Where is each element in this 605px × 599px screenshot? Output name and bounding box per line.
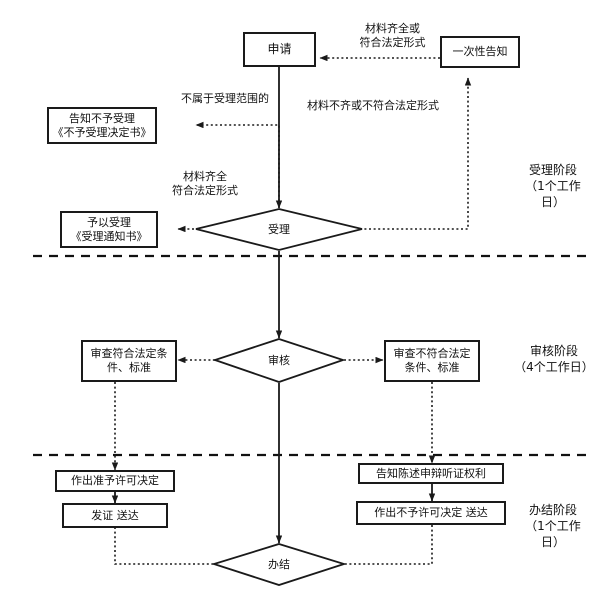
edge-issue-to-completion	[114, 527, 237, 568]
node-one-time-notice[interactable]: 一次性告知	[440, 36, 520, 68]
decision-completion-shape	[211, 543, 347, 586]
decision-review-shape	[212, 338, 346, 383]
node-disapproval-decision-label: 作出不予许可决定 送达	[374, 506, 488, 520]
node-approval-decision-label: 作出准予许可决定	[71, 474, 159, 488]
node-application-label: 申请	[267, 42, 292, 56]
node-review-pass-label: 审查符合法定条 件、标准	[90, 347, 168, 374]
stage-label-review: 审核阶段 （4个工作日）	[514, 344, 594, 375]
node-issue-deliver-label: 发证 送达	[91, 508, 139, 522]
node-review-fail[interactable]: 审查不符合法定 条件、标准	[384, 340, 480, 382]
node-notify-non-acceptance-label: 告知不予受理 《不予受理决定书》	[52, 111, 152, 139]
node-review-pass[interactable]: 审查符合法定条 件、标准	[81, 340, 177, 382]
decision-acceptance-shape	[195, 208, 363, 251]
edge-label-materials-complete-legal: 材料齐全 符合法定形式	[172, 170, 238, 198]
edge-disapproval-to-completion	[322, 525, 433, 568]
node-review-fail-label: 审查不符合法定 条件、标准	[393, 347, 471, 374]
node-notify-rights[interactable]: 告知陈述申辩听证权利	[358, 463, 504, 484]
node-one-time-notice-label: 一次性告知	[452, 45, 508, 59]
stage-label-completion: 办结阶段 （1个工作 日）	[525, 503, 581, 550]
node-application[interactable]: 申请	[243, 32, 316, 67]
edge-label-not-in-scope: 不属于受理范围的	[181, 92, 269, 105]
node-disapproval-decision[interactable]: 作出不予许可决定 送达	[356, 501, 506, 525]
node-grant-acceptance[interactable]: 予以受理 《受理通知书》	[60, 211, 158, 248]
edge-label-materials-incomplete: 材料不齐或不符合法定形式	[307, 99, 439, 112]
edge-label-materials-complete-or-legal: 材料齐全或 符合法定形式	[359, 22, 426, 50]
node-grant-acceptance-label: 予以受理 《受理通知书》	[70, 215, 148, 243]
node-notify-non-acceptance[interactable]: 告知不予受理 《不予受理决定书》	[47, 107, 157, 144]
node-approval-decision[interactable]: 作出准予许可决定	[55, 470, 175, 492]
stage-label-acceptance: 受理阶段 （1个工作 日）	[525, 163, 581, 210]
node-issue-deliver[interactable]: 发证 送达	[62, 503, 168, 528]
node-notify-rights-label: 告知陈述申辩听证权利	[376, 466, 486, 480]
